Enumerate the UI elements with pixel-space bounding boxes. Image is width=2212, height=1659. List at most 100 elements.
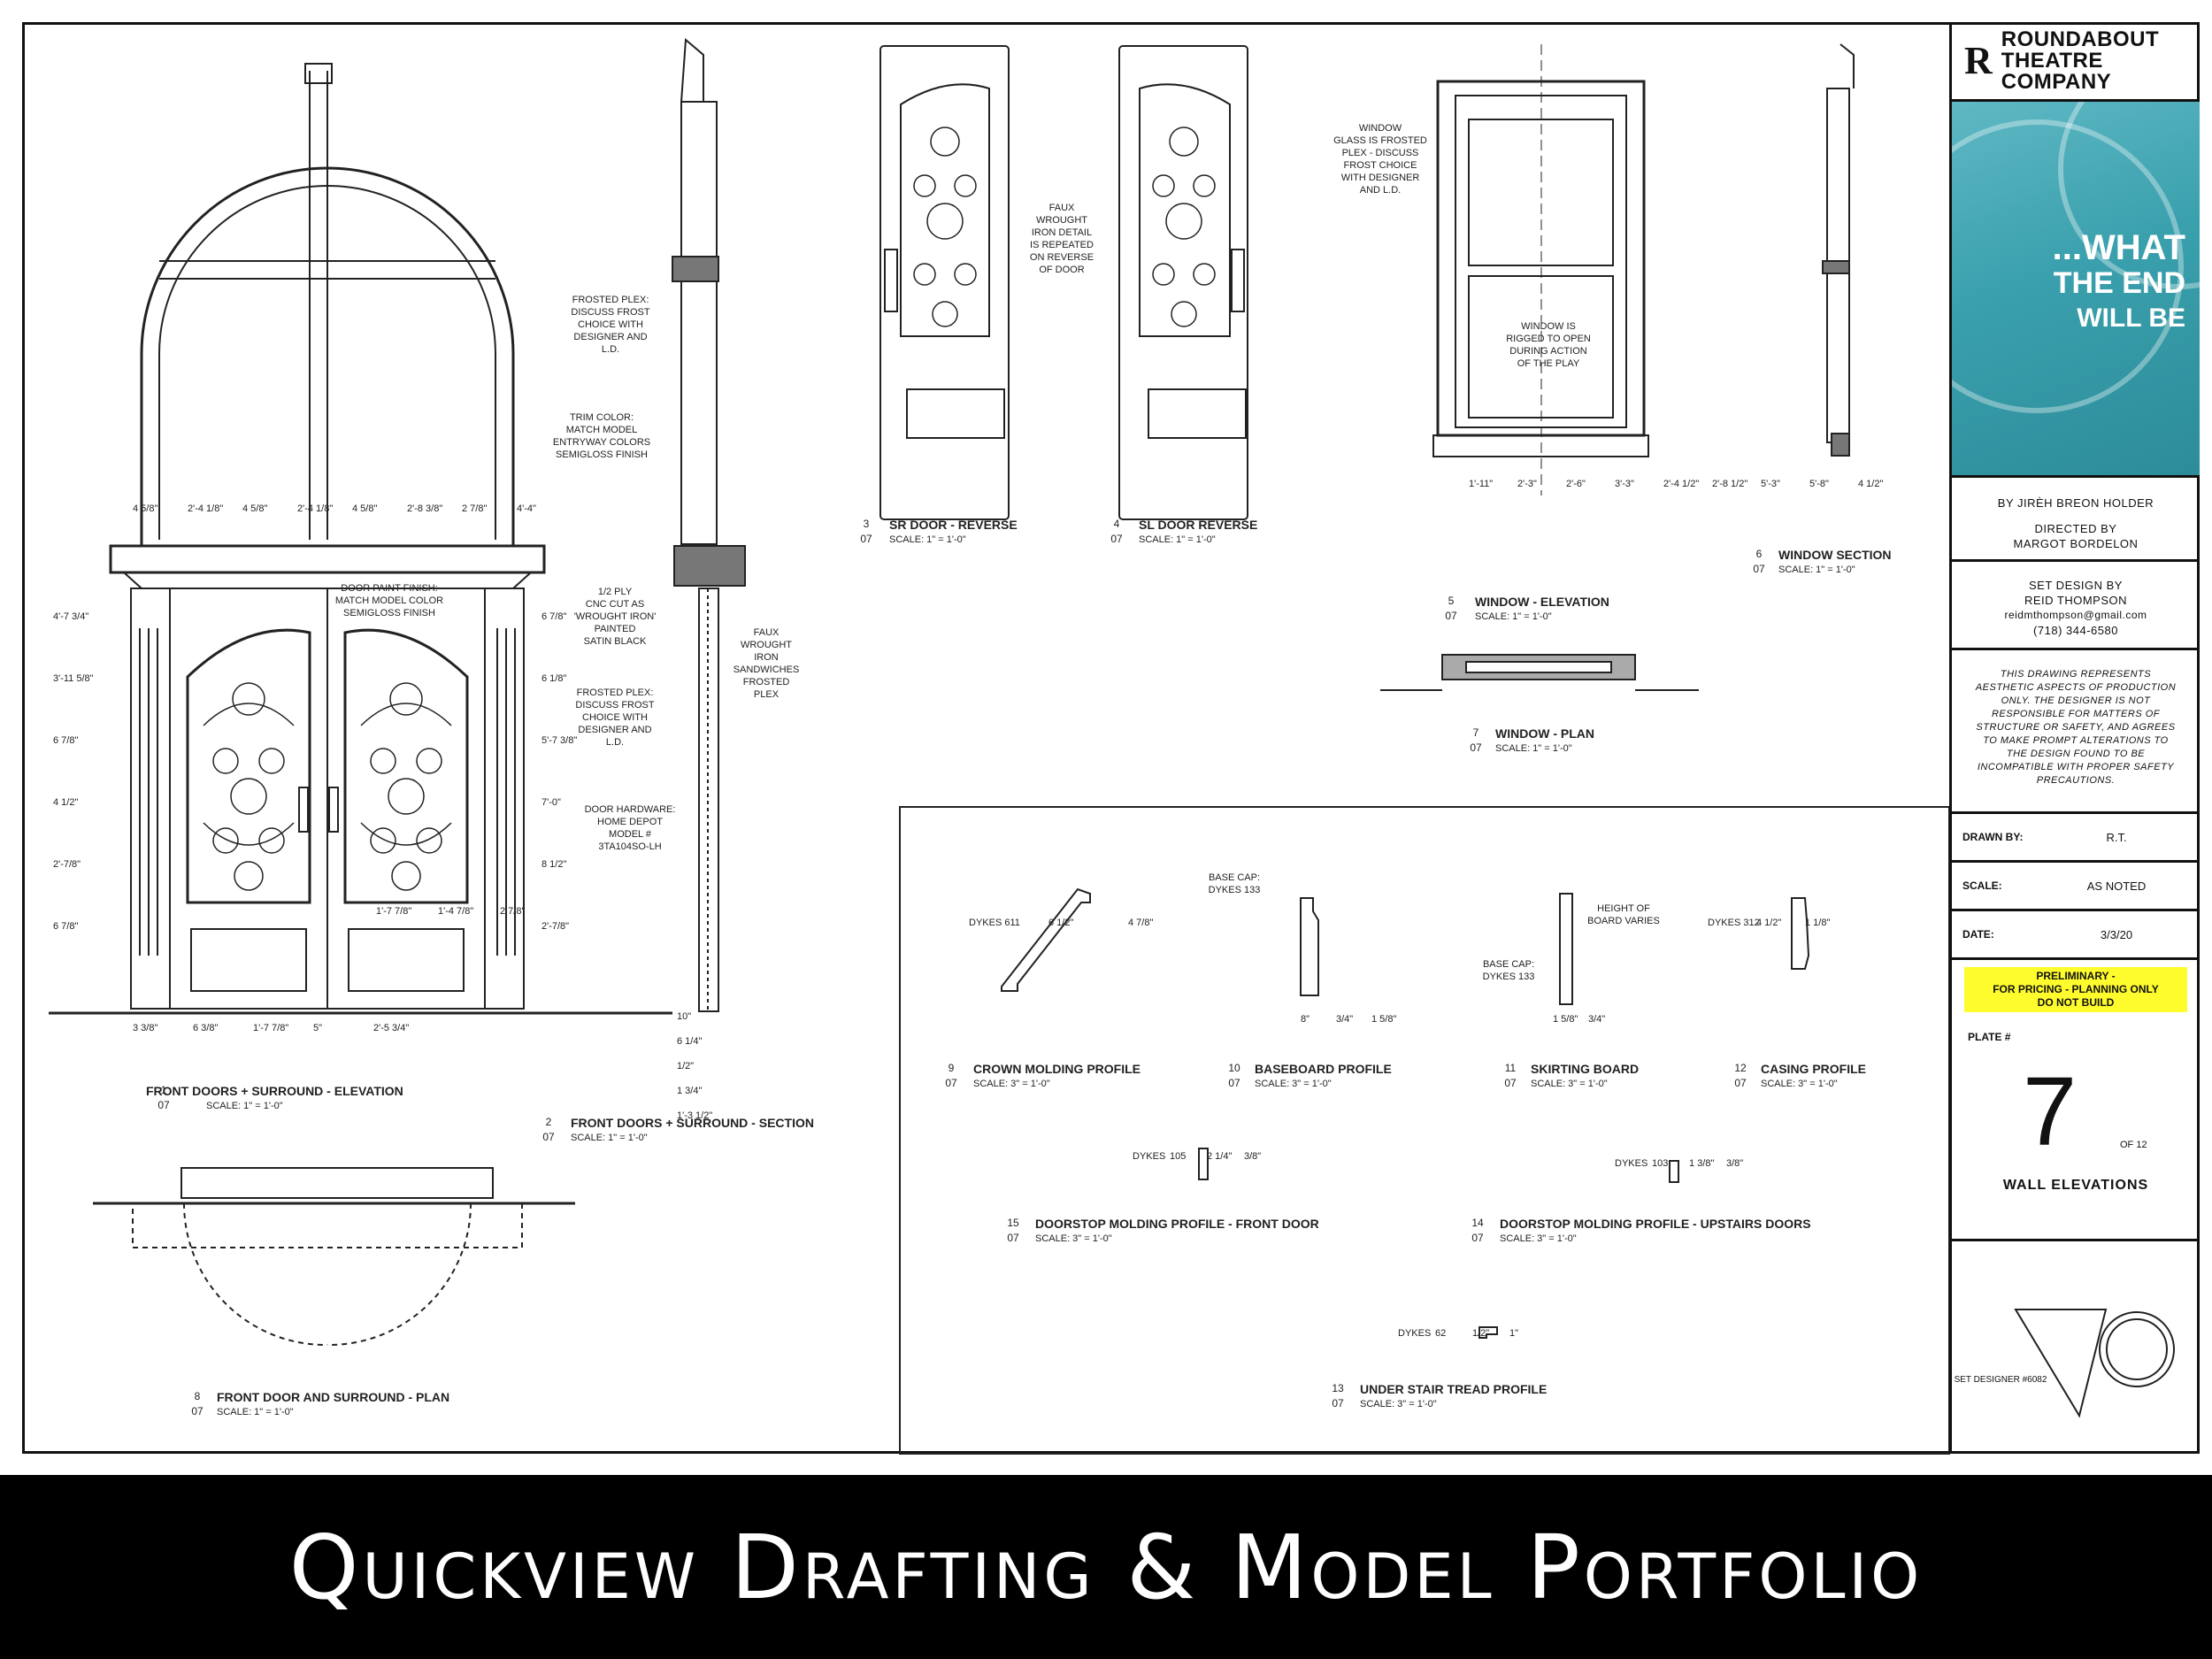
dimension-label: 2 1/4" — [1207, 1151, 1232, 1162]
note-line: GLASS IS FROSTED — [1333, 135, 1427, 146]
note-line: SANDWICHES — [733, 664, 800, 675]
d6-sheet: 07 — [1753, 563, 1765, 575]
d10-num: 10 — [1228, 1062, 1240, 1074]
dimension-label: 4 5/8" — [242, 503, 267, 514]
dimension-label: 2'-4 1/8" — [188, 503, 223, 514]
molding-profiles — [1001, 887, 1810, 1339]
union-block: SET DESIGNER #6082 — [1952, 1241, 2200, 1418]
poster-line1: ...WHAT — [2052, 228, 2185, 267]
dimension-label: 1'-4 7/8" — [438, 906, 473, 917]
d11-scale: SCALE: 3" = 1'-0" — [1531, 1079, 1608, 1089]
door-reverse-pair — [879, 45, 1248, 520]
dimension-label: 3/4" — [1336, 1014, 1353, 1025]
credits: BY JIRÈH BREON HOLDER DIRECTED BY MARGOT… — [1952, 478, 2200, 562]
d13-scale: SCALE: 3" = 1'-0" — [1360, 1399, 1437, 1409]
d12-num: 12 — [1734, 1062, 1747, 1074]
dimension-label: 2 7/8" — [500, 906, 525, 917]
d1-title: FRONT DOORS + SURROUND - ELEVATION — [146, 1084, 403, 1098]
plate-label: PLATE # — [1968, 1031, 2011, 1043]
dimension-label: 4 1/2" — [1756, 918, 1781, 928]
window-elevation — [1432, 44, 1649, 495]
dimension-label: DYKES 312 — [1708, 918, 1760, 928]
d7-sheet: 07 — [1470, 741, 1482, 754]
dimension-label: 1 1/8" — [1805, 918, 1830, 928]
d7-num: 7 — [1473, 726, 1479, 739]
poster-title: ...WHAT THE END WILL BE — [2053, 230, 2185, 336]
dimension-label: 4 1/2" — [1858, 479, 1883, 489]
note-line: SEMIGLOSS FINISH — [556, 449, 648, 460]
d5-sheet: 07 — [1445, 610, 1457, 622]
dimension-label: 2'-4 1/8" — [297, 503, 333, 514]
note-line: DISCUSS FROST — [571, 307, 650, 318]
note-line: WINDOW IS — [1521, 321, 1576, 332]
dimension-label: 1 3/8" — [1689, 1158, 1714, 1169]
front-doors-section — [672, 37, 746, 1012]
note-line: DOOR PAINT FINISH: — [341, 583, 438, 594]
note-line: MODEL # — [609, 829, 652, 840]
d8-title: FRONT DOOR AND SURROUND - PLAN — [217, 1390, 449, 1404]
dimension-label: 1'-7 7/8" — [253, 1023, 288, 1033]
date-value: 3/3/20 — [2100, 927, 2133, 941]
note-line: FROSTED PLEX: — [572, 295, 649, 305]
designer-email: reidmthompson@gmail.com — [2004, 609, 2147, 621]
note-line: ON REVERSE — [1030, 252, 1094, 263]
logo-r-icon: R — [1964, 38, 1993, 82]
dimension-label: 1/2" — [677, 1061, 694, 1071]
dimension-label: 5'-8" — [1809, 479, 1829, 489]
d2-num: 2 — [546, 1116, 552, 1128]
company-logo: R ROUNDABOUT THEATRE COMPANY — [1952, 22, 2200, 102]
drawn-by-label: DRAWN BY: — [1962, 831, 2024, 843]
dimension-label: 1'-7 7/8" — [376, 906, 411, 917]
dimension-label: 3'-11 5/8" — [53, 673, 94, 684]
note-line: FROSTED — [743, 677, 790, 687]
d13-title: UNDER STAIR TREAD PROFILE — [1360, 1382, 1547, 1396]
dimension-label: 2'-7/8" — [53, 859, 81, 870]
d15-scale: SCALE: 3" = 1'-0" — [1035, 1233, 1112, 1244]
dimension-label: 5'-3" — [1761, 479, 1780, 489]
dimension-label: 10" — [677, 1011, 691, 1022]
d5-title: WINDOW - ELEVATION — [1475, 595, 1609, 609]
d6-num: 6 — [1756, 548, 1763, 560]
company-line1: ROUNDABOUT — [2001, 27, 2160, 51]
note-line: OF DOOR — [1039, 265, 1084, 275]
d8-num: 8 — [195, 1390, 201, 1402]
window-plan — [1380, 654, 1699, 691]
note-line: WROUGHT — [741, 640, 792, 650]
dimension-label: 6 7/8" — [541, 611, 566, 622]
window-section — [1822, 43, 1855, 457]
dimension-label: DYKES — [1615, 1158, 1647, 1169]
dimension-label: 6 1/8" — [541, 673, 566, 684]
note-line: WINDOW — [1359, 123, 1402, 134]
d4-sheet: 07 — [1110, 533, 1123, 545]
d12-scale: SCALE: 3" = 1'-0" — [1761, 1079, 1838, 1089]
dimension-label: 6 7/8" — [53, 921, 78, 932]
note-line: PLEX — [754, 689, 780, 700]
dimension-label: 1 3/4" — [677, 1086, 702, 1096]
drawn-by-row: DRAWN BY: R.T. — [1952, 814, 2200, 863]
portfolio-banner: Quickview Drafting & Model Portfolio — [0, 1475, 2212, 1659]
drawn-by-value: R.T. — [2106, 830, 2127, 844]
dimension-label: 2'-4 1/2" — [1663, 479, 1699, 489]
d1-bottom-dims: 3 3/8"6 3/8"1'-7 7/8"5"2'-5 3/4" — [133, 1023, 409, 1033]
dimension-label: 8" — [1301, 1014, 1310, 1025]
dimension-label: 8 1/2" — [541, 859, 566, 870]
scale-value: AS NOTED — [2086, 879, 2147, 893]
poster-line2: THE END — [2053, 266, 2185, 300]
d10-sheet: 07 — [1228, 1077, 1240, 1089]
dimension-label: 4 5/8" — [133, 503, 157, 514]
dimension-label: 3/8" — [1726, 1158, 1743, 1169]
title-block: R ROUNDABOUT THEATRE COMPANY ...WHAT THE… — [1949, 22, 2200, 1454]
d14-num: 14 — [1471, 1217, 1484, 1229]
d10-dims: 8"3/4"1 5/8" — [1301, 1014, 1396, 1025]
dimension-label: 7'-0" — [541, 797, 561, 808]
d5-scale: SCALE: 1" = 1'-0" — [1475, 611, 1552, 622]
note-line: CHOICE WITH — [578, 319, 643, 330]
